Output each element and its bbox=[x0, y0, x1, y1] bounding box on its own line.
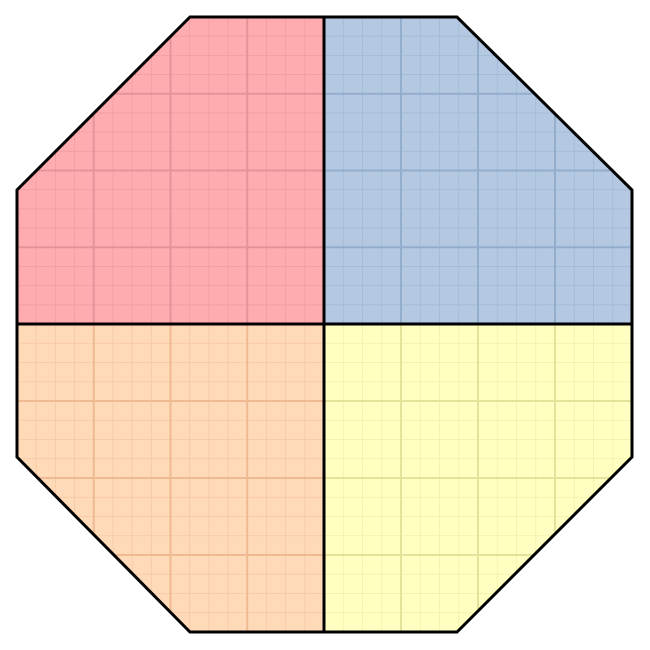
quadrant-bottom-right bbox=[324, 324, 632, 632]
quadrant-top-left bbox=[17, 17, 324, 324]
octagon-outline bbox=[15, 15, 634, 634]
quadrant-top-right bbox=[324, 17, 632, 324]
octagon-fill-group bbox=[17, 17, 632, 632]
quadrant-bottom-left bbox=[17, 324, 324, 632]
